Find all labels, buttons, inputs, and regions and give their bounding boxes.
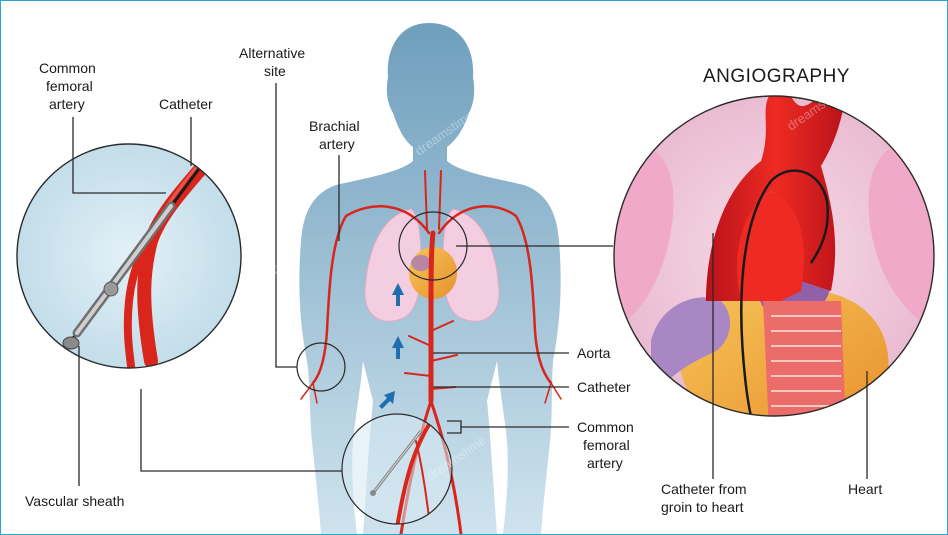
svg-text:dreamstime: dreamstime — [554, 282, 618, 333]
diagram-title: ANGIOGRAPHY — [703, 66, 850, 87]
svg-text:artery: artery — [319, 136, 355, 152]
label-alternative-site: Alternative site — [239, 45, 305, 79]
label-brachial-artery: Brachial artery — [309, 118, 360, 152]
label-aorta: Aorta — [577, 345, 611, 361]
svg-text:Common: Common — [39, 60, 96, 76]
vascular-sheath-zoom — [17, 144, 241, 381]
heart-catheter-zoom — [613, 96, 935, 441]
label-common-femoral-artery-right: Common femoral artery — [577, 419, 634, 471]
svg-text:Brachial: Brachial — [309, 118, 360, 134]
svg-text:dreamstime: dreamstime — [234, 252, 298, 303]
label-heart: Heart — [848, 481, 882, 497]
svg-text:femoral: femoral — [583, 437, 630, 453]
label-vascular-sheath: Vascular sheath — [25, 493, 124, 509]
svg-text:Common: Common — [577, 419, 634, 435]
svg-text:groin to heart: groin to heart — [661, 499, 744, 515]
svg-text:site: site — [264, 63, 286, 79]
svg-text:Catheter from: Catheter from — [661, 481, 747, 497]
label-common-femoral-artery-left: Common femoral artery — [39, 60, 96, 112]
svg-text:artery: artery — [587, 455, 623, 471]
label-catheter-top: Catheter — [159, 96, 213, 112]
label-catheter-right: Catheter — [577, 379, 631, 395]
svg-text:femoral: femoral — [46, 78, 93, 94]
svg-text:Alternative: Alternative — [239, 45, 305, 61]
label-catheter-from-groin: Catheter from groin to heart — [661, 481, 747, 515]
svg-text:artery: artery — [49, 96, 85, 112]
